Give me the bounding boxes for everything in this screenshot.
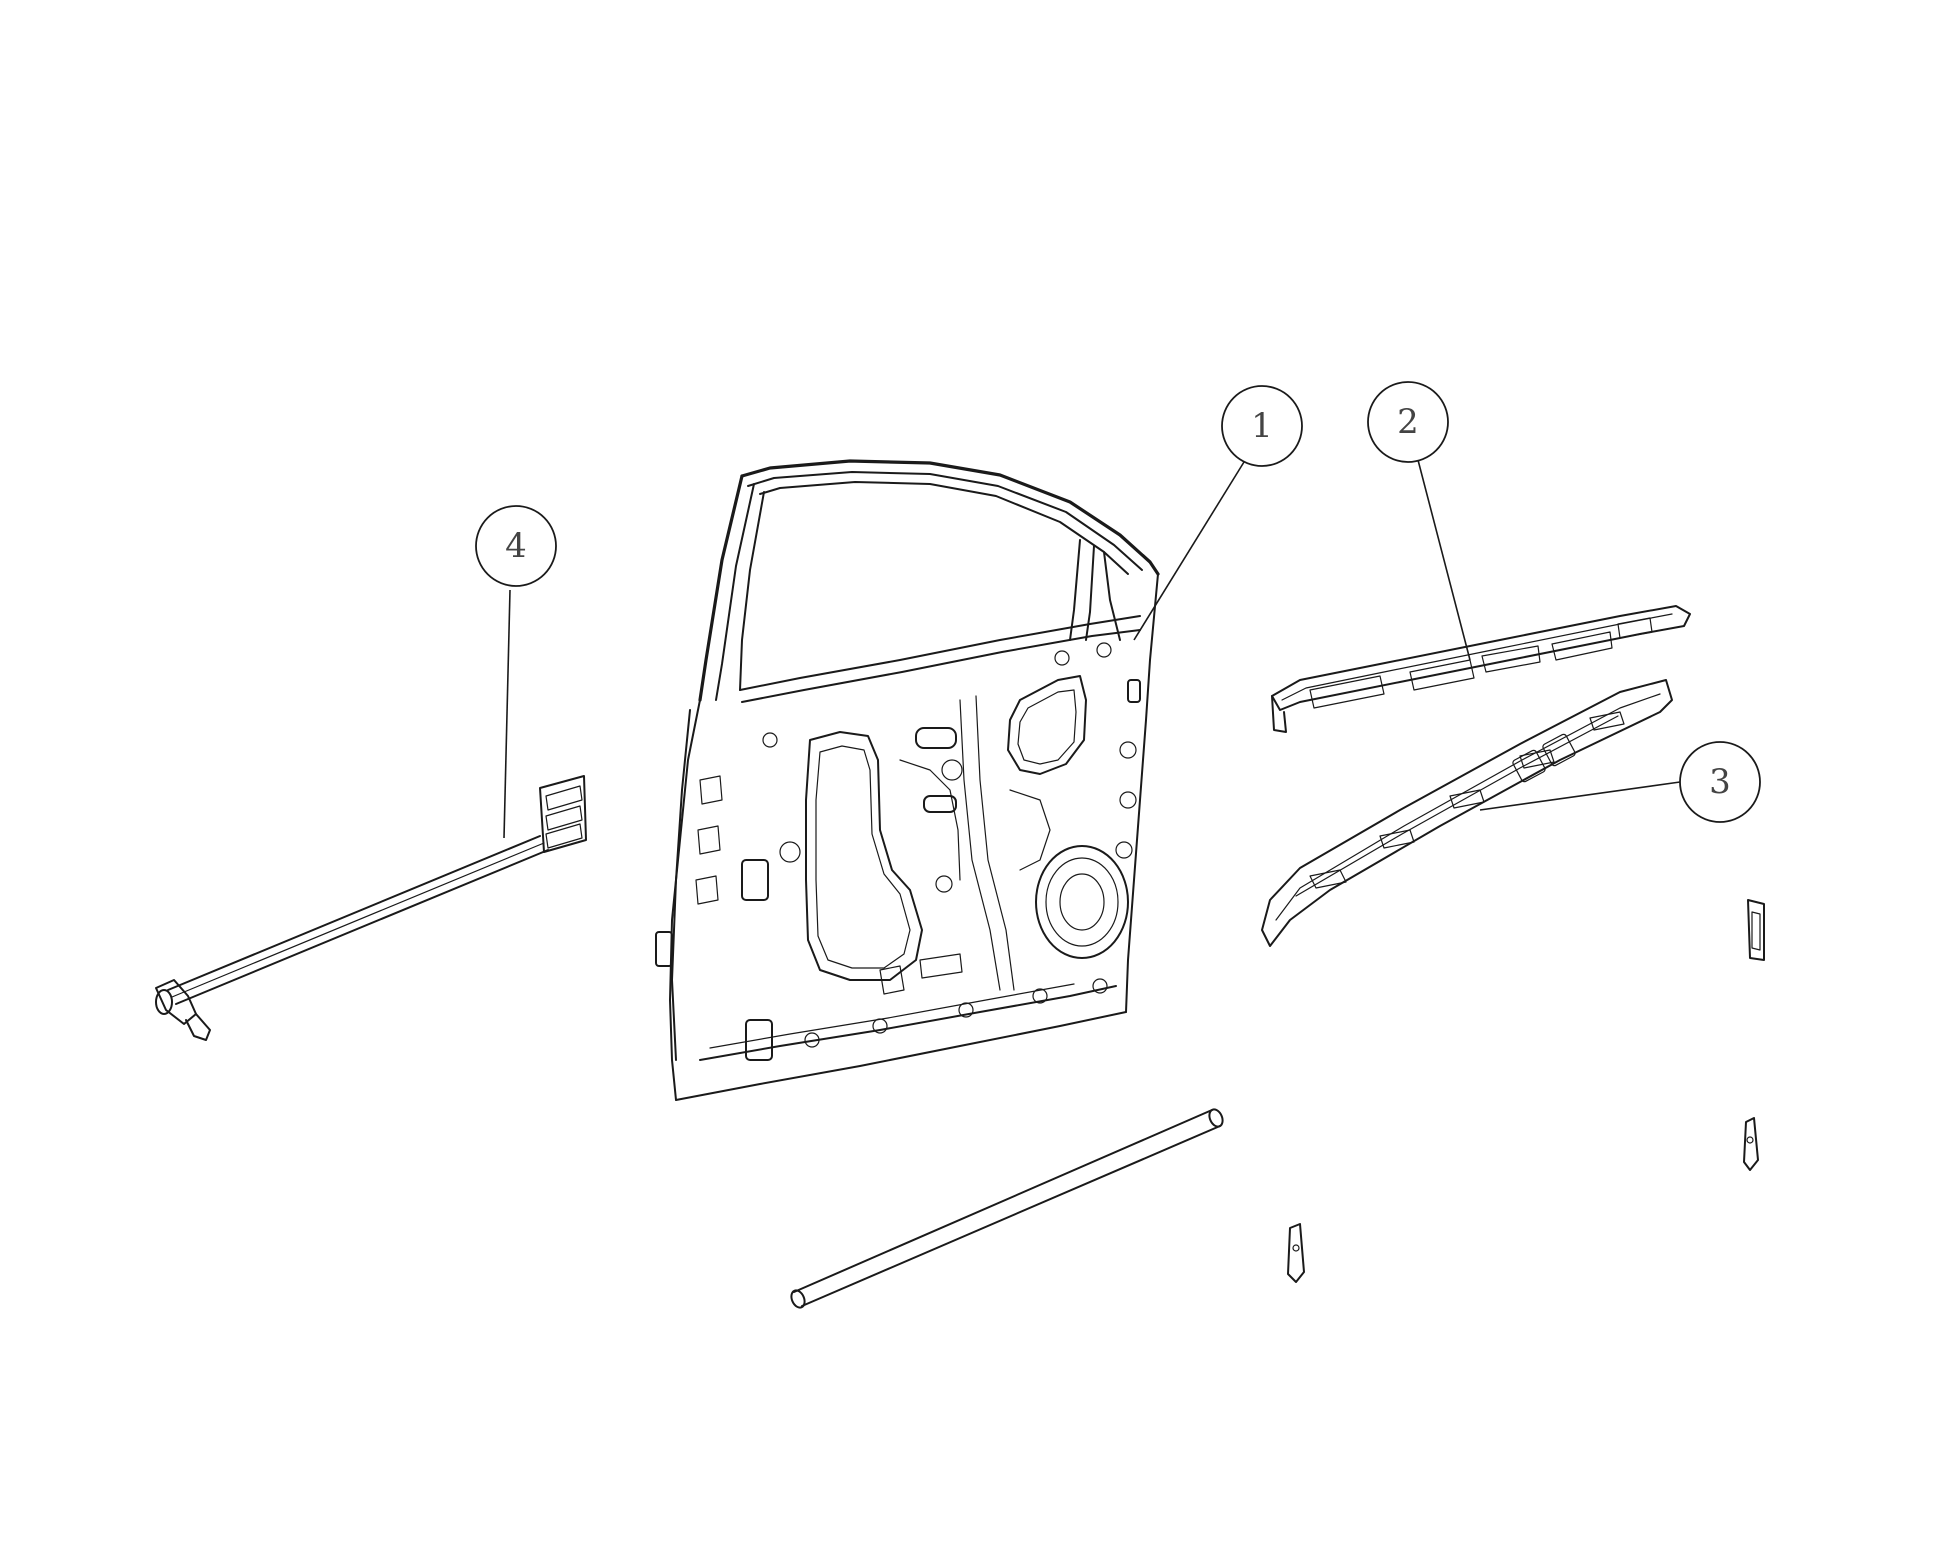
impact-beam xyxy=(1261,679,1673,947)
callout-3-label: 3 xyxy=(1709,762,1731,802)
front-door-shell xyxy=(655,459,1160,1101)
callout-4-label: 4 xyxy=(505,526,527,566)
callout-4: 4 xyxy=(475,505,557,587)
leader-3 xyxy=(1479,781,1681,811)
door-check-strap xyxy=(155,775,587,1041)
clip-lower-right xyxy=(1743,1117,1759,1171)
leader-lines xyxy=(503,459,1681,839)
leader-1 xyxy=(1133,461,1245,641)
door-weatherstrip xyxy=(790,1108,1224,1309)
callout-1: 1 xyxy=(1221,385,1303,467)
callout-2-label: 2 xyxy=(1397,402,1419,442)
belt-reinforcement xyxy=(1271,605,1691,733)
clip-upper-right xyxy=(1747,899,1765,961)
clip-bottom-center xyxy=(1287,1223,1305,1283)
callout-2: 2 xyxy=(1367,381,1449,463)
leader-4 xyxy=(503,589,511,839)
callout-3: 3 xyxy=(1679,741,1761,823)
callout-1-label: 1 xyxy=(1251,406,1273,446)
leader-2 xyxy=(1417,459,1471,661)
